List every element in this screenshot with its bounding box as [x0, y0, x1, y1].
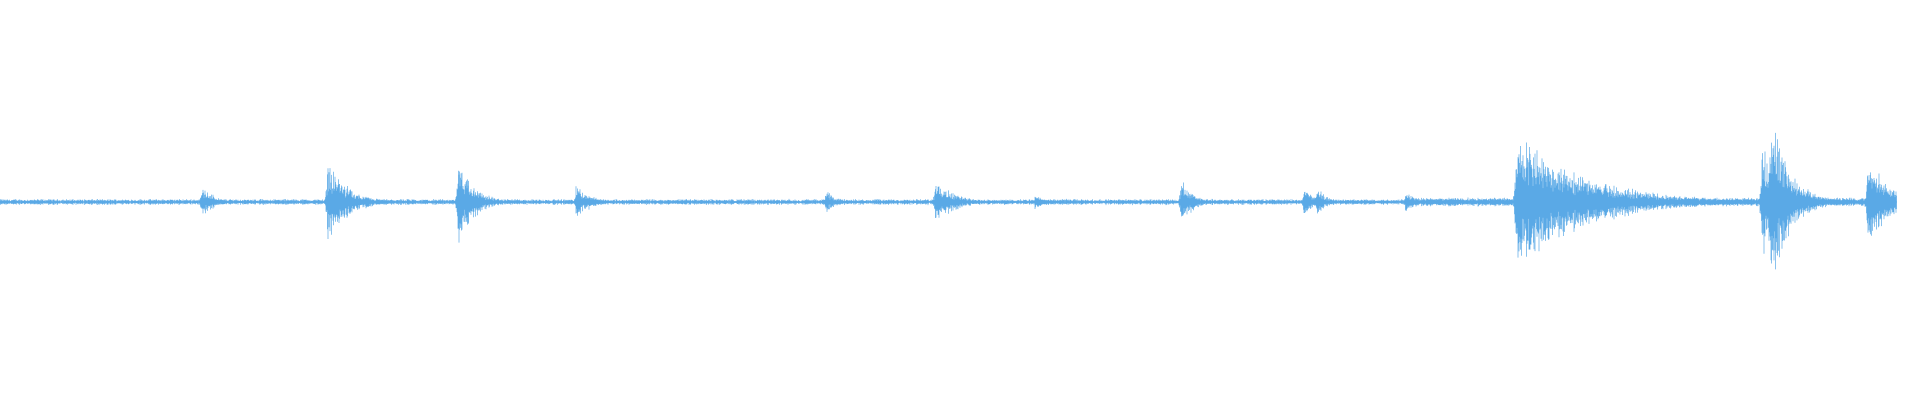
- waveform-path: [0, 132, 1897, 270]
- waveform-trace: [0, 132, 1897, 270]
